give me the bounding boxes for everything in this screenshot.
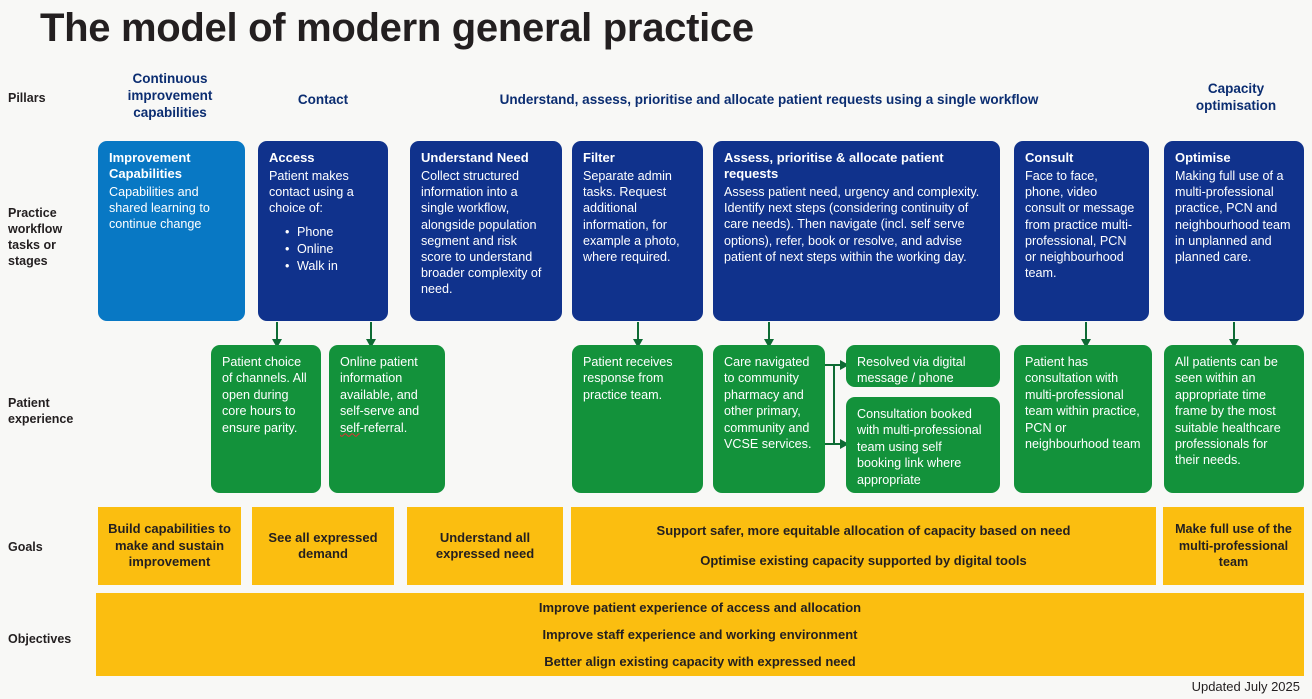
workflow-box-consult[interactable]: Consult Face to face, phone, video consu…	[1014, 141, 1149, 321]
box-body: All patients can be seen within an appro…	[1175, 355, 1281, 468]
goal-label-line1: Support safer, more equitable allocation…	[656, 523, 1071, 538]
box-title: Understand Need	[421, 150, 529, 165]
patient-experience-box-consultation-booked[interactable]: Consultation booked with multi-professio…	[846, 397, 1000, 493]
patient-experience-box-patient-consultation[interactable]: Patient has consultation with multi-prof…	[1014, 345, 1152, 493]
list-item: Walk in	[285, 258, 377, 275]
arrow-access-to-online-patient-info	[366, 322, 376, 348]
pillar-capacity-optimisation: Capacity optimisation	[1195, 81, 1277, 113]
list-item: Online	[285, 241, 377, 258]
goal-see-all-expressed-demand[interactable]: See all expressed demand	[252, 507, 394, 585]
box-title: Improvement Capabilities	[109, 150, 191, 181]
box-body: Patient receives response from practice …	[583, 355, 673, 402]
arrow-to-consultation-booked	[825, 439, 849, 449]
box-body: Resolved via digital message / phone	[857, 355, 966, 386]
goal-label: Build capabilities to make and sustain i…	[108, 521, 231, 570]
pillar-understand-assess: Understand, assess, prioritise and alloc…	[499, 92, 1039, 107]
patient-experience-box-patient-choice[interactable]: Patient choice of channels. All open dur…	[211, 345, 321, 493]
goal-label: Understand all expressed need	[435, 529, 535, 562]
patient-experience-box-patient-receives-response[interactable]: Patient receives response from practice …	[572, 345, 703, 493]
box-title: Access	[269, 150, 315, 165]
workflow-box-filter[interactable]: Filter Separate admin tasks. Request add…	[572, 141, 703, 321]
workflow-box-optimise[interactable]: Optimise Making full use of a multi-prof…	[1164, 141, 1304, 321]
box-body: Patient makes contact using a choice of:	[269, 169, 354, 216]
workflow-box-improvement-capabilities[interactable]: Improvement Capabilities Capabilities an…	[98, 141, 245, 321]
footer-updated: Updated July 2025	[1191, 679, 1300, 694]
box-body: Patient choice of channels. All open dur…	[222, 355, 307, 435]
box-title: Optimise	[1175, 150, 1231, 165]
box-title: Filter	[583, 150, 615, 165]
objective-3: Better align existing capacity with expr…	[544, 654, 856, 669]
connector-care-navigated-branch	[833, 364, 835, 444]
box-title: Consult	[1025, 150, 1074, 165]
box-body: Online patient information available, an…	[340, 355, 420, 435]
goal-label: Make full use of the multi-professional …	[1175, 522, 1292, 570]
arrow-consult-to-patient-consultation	[1081, 322, 1091, 348]
arrow-optimise-to-all-patients	[1229, 322, 1239, 348]
page-title: The model of modern general practice	[40, 6, 754, 50]
patient-experience-box-resolved-digital[interactable]: Resolved via digital message / phone	[846, 345, 1000, 387]
arrow-access-to-patient-choice	[272, 322, 282, 348]
workflow-box-access[interactable]: Access Patient makes contact using a cho…	[258, 141, 388, 321]
row-label-objectives: Objectives	[8, 632, 72, 646]
box-body: Collect structured information into a si…	[421, 169, 542, 297]
arrow-to-resolved-digital	[825, 360, 849, 370]
objectives-panel[interactable]: Improve patient experience of access and…	[96, 593, 1304, 676]
goal-make-full-use-multi-professional[interactable]: Make full use of the multi-professional …	[1163, 507, 1304, 585]
box-body: Separate admin tasks. Request additional…	[583, 169, 680, 265]
access-channel-list: Phone Online Walk in	[269, 224, 377, 275]
goal-label-line2: Optimise existing capacity supported by …	[700, 552, 1027, 568]
arrow-filter-to-patient-receives	[633, 322, 643, 348]
spellcheck-marked-text: self	[340, 420, 360, 435]
goal-build-capabilities[interactable]: Build capabilities to make and sustain i…	[98, 507, 241, 585]
row-label-workflow: Practice workflow tasks or stages	[8, 206, 63, 268]
box-body: Making full use of a multi-professional …	[1175, 169, 1291, 265]
box-body: Face to face, phone, video consult or me…	[1025, 169, 1135, 281]
workflow-box-assess-prioritise-allocate[interactable]: Assess, prioritise & allocate patient re…	[713, 141, 1000, 321]
box-body: Care navigated to community pharmacy and…	[724, 355, 812, 452]
row-label-pillars: Pillars	[8, 91, 46, 105]
row-label-goals: Goals	[8, 540, 43, 554]
goal-support-safer-allocation[interactable]: Support safer, more equitable allocation…	[571, 507, 1156, 585]
arrow-assess-to-care-navigated	[764, 322, 774, 348]
pillar-contact: Contact	[297, 92, 349, 107]
pillar-continuous-improvement: Continuous improvement capabilities	[127, 71, 213, 120]
objective-1: Improve patient experience of access and…	[538, 600, 862, 615]
patient-experience-box-care-navigated[interactable]: Care navigated to community pharmacy and…	[713, 345, 825, 493]
patient-experience-box-online-information[interactable]: Online patient information available, an…	[329, 345, 445, 493]
row-label-patient-experience: Patient experience	[8, 396, 74, 426]
box-body: Assess patient need, urgency and complex…	[724, 185, 980, 264]
workflow-box-understand-need[interactable]: Understand Need Collect structured infor…	[410, 141, 562, 321]
patient-experience-box-all-patients-seen[interactable]: All patients can be seen within an appro…	[1164, 345, 1304, 493]
box-body: Consultation booked with multi-professio…	[857, 407, 982, 487]
box-title: Assess, prioritise & allocate patient re…	[724, 150, 944, 181]
goal-label: See all expressed demand	[268, 529, 378, 562]
box-body: Capabilities and shared learning to cont…	[109, 185, 210, 232]
goal-understand-all-expressed-need[interactable]: Understand all expressed need	[407, 507, 563, 585]
box-body: Patient has consultation with multi-prof…	[1025, 355, 1141, 452]
objective-2: Improve staff experience and working env…	[542, 627, 858, 642]
list-item: Phone	[285, 224, 377, 241]
